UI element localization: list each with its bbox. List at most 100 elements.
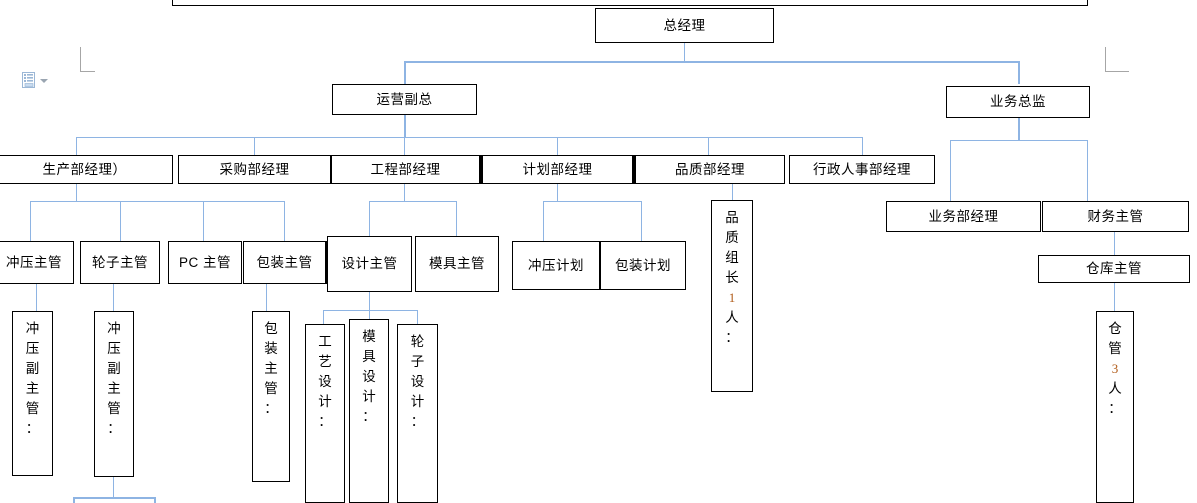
document-outer-frame [172, 0, 1088, 6]
connector-drop-pcsup [203, 201, 204, 241]
node-hr-admin-manager[interactable]: 行政人事部经理 [789, 155, 935, 184]
vertical-char: 副 [25, 361, 40, 376]
vertical-char: 管 [25, 401, 40, 416]
connector-drop-procdesign [323, 310, 324, 324]
connector-drop-eng [404, 137, 405, 155]
node-business-manager[interactable]: 业务部经理 [886, 201, 1041, 232]
connector-drop-purch [254, 137, 255, 155]
node-quality-manager[interactable]: 品质部经理 [633, 155, 785, 184]
connector-finsup-down [1114, 230, 1115, 255]
vertical-char: 长 [725, 270, 739, 285]
vertical-char: 人 [725, 310, 739, 325]
vertical-char: 3 [1111, 361, 1119, 376]
connector-bizdir-down [1018, 117, 1020, 140]
node-mold-supervisor[interactable]: 模具主管 [415, 236, 499, 292]
paste-options-icon[interactable] [22, 72, 37, 89]
connector-packsup-down [266, 284, 267, 311]
connector-drop-qa [708, 137, 709, 155]
node-operations-vp[interactable]: 运营副总 [332, 84, 477, 115]
node-stamping-deputy-supervisor-2[interactable]: 冲压副主管： [94, 311, 134, 477]
vertical-char: 品 [725, 210, 739, 225]
node-warehouse-supervisor[interactable]: 仓库主管 [1038, 255, 1190, 283]
connector-drop-prod [76, 137, 77, 155]
connector-gm-bus-left-drop [404, 61, 406, 84]
connector-stampsup-down [36, 284, 37, 311]
node-packaging-supervisor[interactable]: 包装主管 [243, 241, 328, 284]
connector-drop-finsup [1087, 140, 1088, 201]
node-engineering-manager[interactable]: 工程部经理 [331, 155, 482, 184]
connector-stampdep2-down [113, 477, 114, 497]
connector-designsup-bus [323, 310, 417, 311]
connector-engmgr-bus [369, 201, 457, 202]
vertical-char: ： [264, 401, 278, 416]
connector-gm-bus-right-drop [1018, 61, 1020, 84]
vertical-char: ： [318, 414, 332, 429]
node-purchasing-manager[interactable]: 采购部经理 [178, 155, 331, 184]
node-stamping-plan[interactable]: 冲压计划 [512, 241, 600, 290]
connector-bottom-bus-left-cutoff [73, 497, 75, 503]
connector-opsvp-down [404, 114, 406, 137]
paste-options-smart-tag[interactable] [22, 72, 48, 89]
connector-bizdir-bus [950, 140, 1088, 141]
connector-engmgr-down [404, 183, 405, 201]
node-business-director[interactable]: 业务总监 [946, 86, 1090, 118]
vertical-char: 人 [1108, 381, 1122, 396]
vertical-char: ： [410, 414, 425, 429]
vertical-char: 设 [362, 369, 376, 384]
page-margin-mark-top-right [1105, 47, 1129, 72]
node-finance-supervisor[interactable]: 财务主管 [1042, 201, 1189, 232]
node-design-supervisor[interactable]: 设计主管 [327, 236, 412, 292]
vertical-char: 子 [410, 354, 425, 369]
node-process-design[interactable]: 工艺设计 ： [305, 324, 345, 503]
vertical-char: 工 [318, 334, 332, 349]
connector-opsvp-bus [76, 137, 863, 138]
vertical-char: 轮 [410, 334, 425, 349]
connector-drop-wheeldesign [417, 310, 418, 324]
node-packaging-plan[interactable]: 包装计划 [600, 241, 686, 290]
connector-prodmgr-bus [30, 201, 284, 202]
vertical-char: ： [107, 421, 121, 436]
vertical-char: 管 [264, 381, 278, 396]
vertical-char: 计 [318, 394, 332, 409]
connector-qamgr-down [732, 183, 733, 200]
vertical-char: 设 [318, 374, 332, 389]
connector-drop-plan [557, 137, 558, 155]
connector-drop-molddesign [369, 310, 370, 319]
vertical-char: 1 [728, 290, 736, 305]
chevron-down-icon[interactable] [40, 78, 48, 83]
vertical-char: 计 [410, 394, 425, 409]
connector-bottom-bus-right-cutoff [154, 497, 156, 503]
node-general-manager[interactable]: 总经理 [595, 8, 774, 43]
vertical-char: ： [1108, 401, 1122, 416]
node-stamping-deputy-supervisor-1[interactable]: 冲压副主管： [12, 311, 53, 476]
connector-designsup-down [369, 292, 370, 310]
node-planning-manager[interactable]: 计划部经理 [482, 155, 633, 184]
vertical-char: 压 [25, 341, 40, 356]
page-margin-mark-top-left [80, 47, 95, 72]
vertical-char: 组 [725, 250, 739, 265]
vertical-char: 设 [410, 374, 425, 389]
node-stamping-supervisor[interactable]: 冲压主管 [0, 241, 74, 284]
node-production-manager[interactable]: 生产部经理） [0, 155, 173, 184]
connector-drop-hr [862, 137, 863, 155]
vertical-char: 冲 [107, 321, 121, 336]
vertical-char: 质 [725, 230, 739, 245]
vertical-char: 具 [362, 349, 376, 364]
vertical-char: 装 [264, 341, 278, 356]
node-wheel-design[interactable]: 轮子设计 ： [397, 324, 438, 503]
vertical-char: 仓 [1108, 321, 1122, 336]
node-wheel-supervisor[interactable]: 轮子主管 [80, 241, 160, 284]
connector-planmgr-bus [543, 201, 642, 202]
connector-whsup-down [1114, 283, 1115, 311]
connector-wheelsup-down [113, 284, 114, 311]
node-pc-supervisor[interactable]: PC 主管 [168, 241, 242, 284]
vertical-char: 艺 [318, 354, 332, 369]
node-mold-design[interactable]: 模具设计： [349, 319, 389, 503]
vertical-char: 管 [107, 401, 121, 416]
connector-planmgr-down [557, 183, 558, 201]
vertical-char: 冲 [25, 321, 40, 336]
node-packaging-deputy-supervisor[interactable]: 包装主管： [252, 311, 290, 482]
